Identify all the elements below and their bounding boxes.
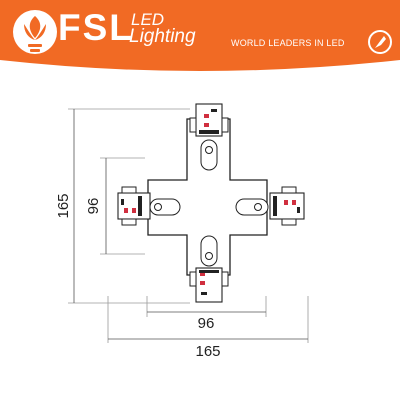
screw-bottom (200, 235, 218, 267)
screw-left (149, 198, 181, 216)
cross-body (147, 118, 268, 276)
dimension-overall-width: 165 (107, 296, 309, 360)
end-cap-left (117, 186, 151, 226)
dimension-overall-width-label: 165 (195, 343, 220, 360)
screw-right (235, 198, 269, 216)
dimension-arm-width-label: 96 (198, 315, 215, 332)
dimension-arm-width: 96 (146, 296, 267, 332)
dimension-arm-height: 96 (85, 157, 145, 255)
screw-top (200, 139, 218, 171)
dimension-overall-height-label: 165 (55, 193, 72, 218)
globe-icon (368, 30, 392, 54)
end-cap-top (189, 103, 229, 137)
banner-shape (0, 0, 400, 71)
header-banner: FSL LED Lighting WORLD LEADERS IN LED (0, 0, 400, 79)
brand-subtitle-led: LED (131, 10, 165, 29)
brand-subtitle-lighting: Lighting (129, 26, 196, 47)
dimension-overall-height: 165 (55, 108, 190, 304)
brand-name: FSL (58, 7, 134, 48)
end-cap-right (269, 186, 305, 226)
dimension-arm-height-label: 96 (85, 198, 102, 215)
tagline: WORLD LEADERS IN LED (231, 38, 345, 48)
bulb-logo-icon (13, 10, 57, 54)
end-cap-bottom (189, 267, 229, 303)
